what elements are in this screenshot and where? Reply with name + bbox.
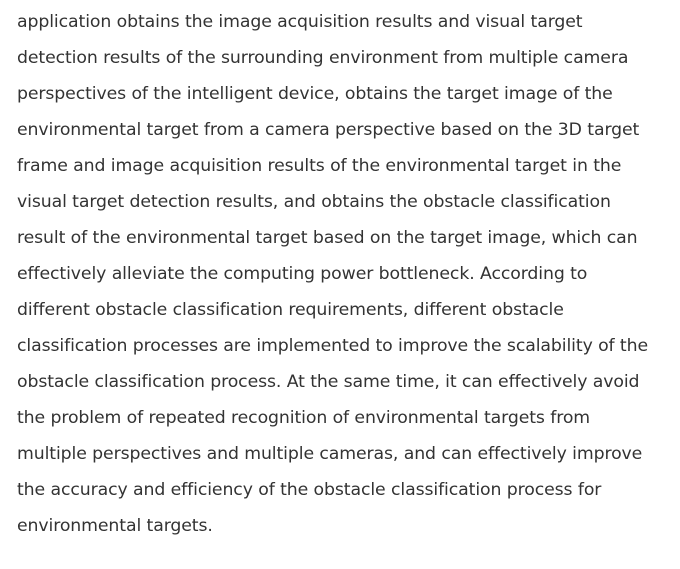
paragraph-line: environmental target from a camera persp… xyxy=(17,120,640,140)
paragraph-line: visual target detection results, and obt… xyxy=(17,192,611,212)
paragraph-line: different obstacle classification requir… xyxy=(17,300,564,320)
paragraph-line: result of the environmental target based… xyxy=(17,228,638,248)
paragraph-line: frame and image acquisition results of t… xyxy=(17,156,622,176)
body-paragraph: application obtains the image acquisitio… xyxy=(17,4,677,544)
paragraph-line: application obtains the image acquisitio… xyxy=(17,12,583,32)
document-body: application obtains the image acquisitio… xyxy=(17,4,677,544)
paragraph-line: the accuracy and efficiency of the obsta… xyxy=(17,480,602,500)
paragraph-line: classification processes are implemented… xyxy=(17,336,648,356)
paragraph-line: multiple perspectives and multiple camer… xyxy=(17,444,643,464)
paragraph-line: detection results of the surrounding env… xyxy=(17,48,629,68)
paragraph-line: obstacle classification process. At the … xyxy=(17,372,640,392)
paragraph-line: environmental targets. xyxy=(17,516,213,536)
paragraph-line: perspectives of the intelligent device, … xyxy=(17,84,613,104)
paragraph-line: effectively alleviate the computing powe… xyxy=(17,264,588,284)
paragraph-line: the problem of repeated recognition of e… xyxy=(17,408,591,428)
